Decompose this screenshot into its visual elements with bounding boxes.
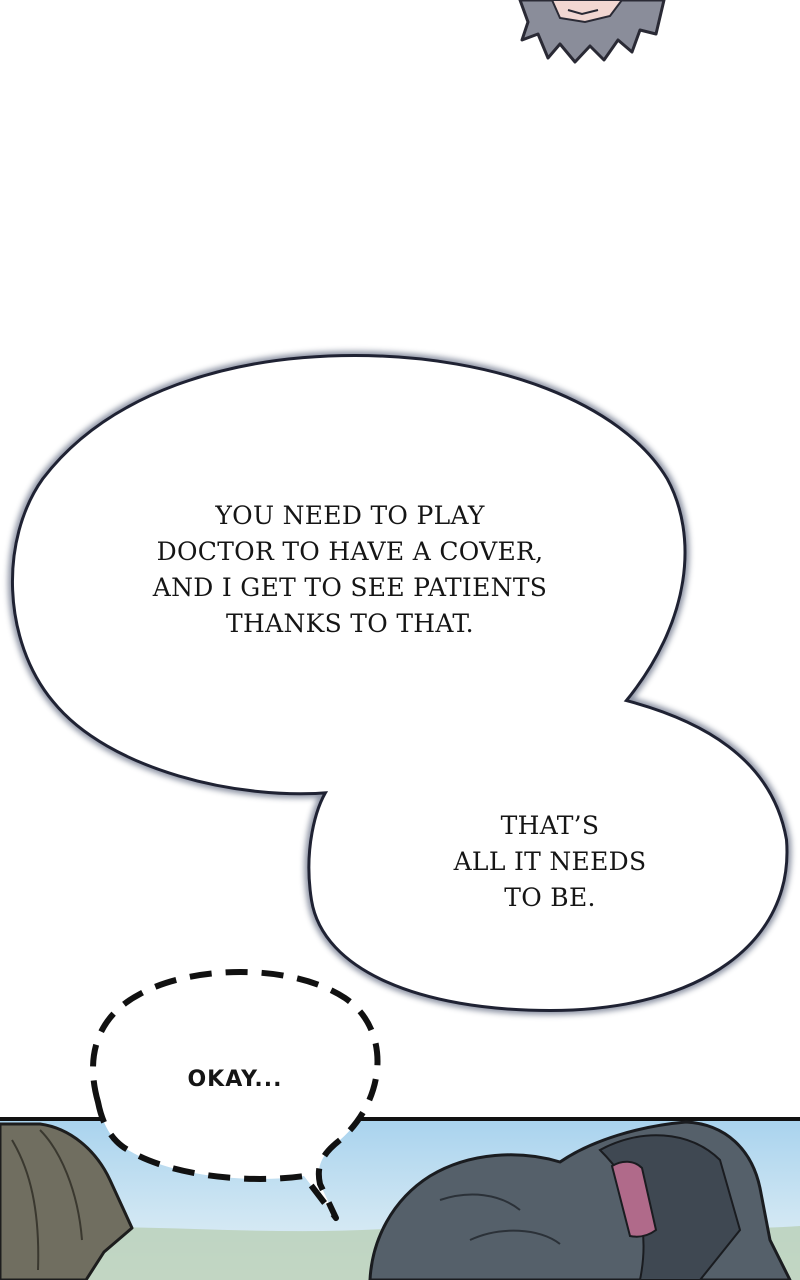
speech-bubble-dashed xyxy=(90,969,381,1221)
bubble-text-secondary: THAT’S ALL IT NEEDS TO BE. xyxy=(453,811,647,912)
bubble-text-main: YOU NEED TO PLAY DOCTOR TO HAVE A COVER,… xyxy=(152,501,548,638)
hair-tie xyxy=(610,1160,658,1238)
character-hair-left xyxy=(0,1122,134,1280)
speech-bubble-large xyxy=(8,350,792,1016)
bubble-text-dashed: OKAY... xyxy=(187,1067,283,1092)
character-head-top xyxy=(518,0,666,64)
